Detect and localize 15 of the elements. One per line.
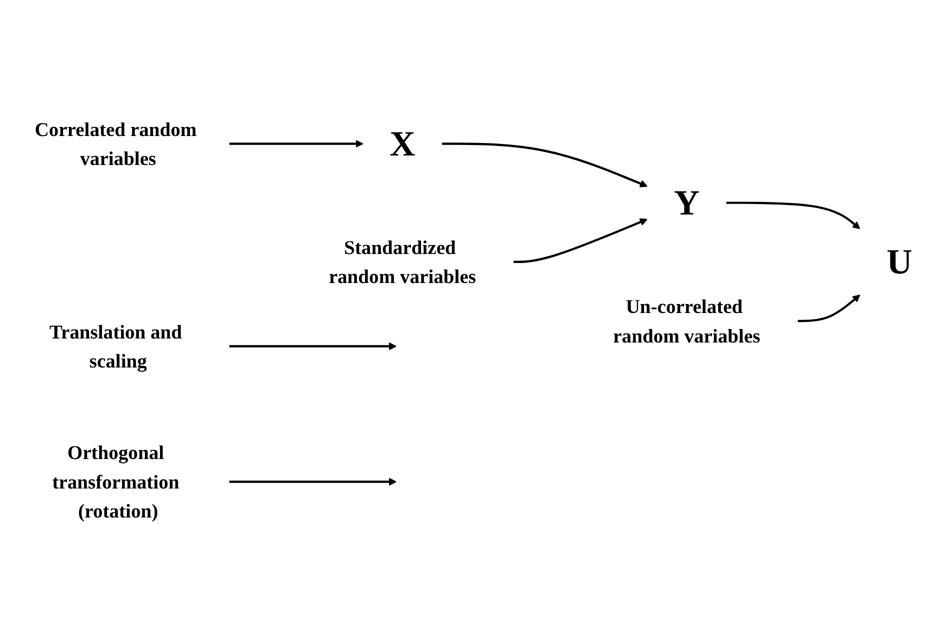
arrow: [726, 202, 860, 230]
node-text: U: [886, 241, 912, 282]
node-text: X: [390, 123, 416, 164]
arrow: [229, 342, 397, 350]
node-text: Orthogonal transformation (rotation): [52, 441, 180, 522]
node-text: Translation and scaling: [49, 320, 182, 372]
node-text: Standardized random variables: [328, 236, 476, 288]
arrow: [229, 140, 364, 148]
node-text: Y: [674, 182, 700, 222]
arrow: [513, 218, 648, 263]
arrow: [229, 478, 397, 486]
node-text: Correlated random variables: [34, 118, 197, 170]
node-text: Un-correlated random variables: [613, 295, 760, 347]
arrow: [798, 294, 860, 322]
arrow: [442, 142, 648, 188]
